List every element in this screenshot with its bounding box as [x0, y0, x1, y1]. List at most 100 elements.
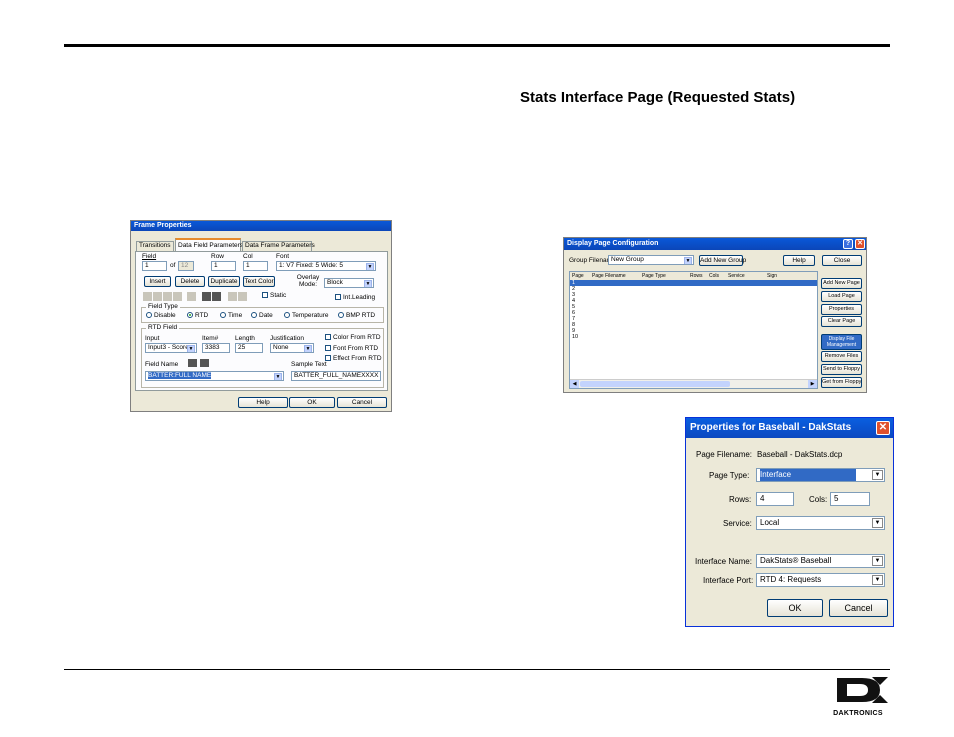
scroll-left-icon[interactable]: ◀ [570, 380, 579, 388]
table-row[interactable]: 4 [572, 298, 576, 304]
table-row[interactable]: 6 [572, 310, 576, 316]
chevron-down-icon: ▼ [304, 345, 312, 352]
align-justify-icon[interactable] [173, 292, 182, 301]
sample-text-field[interactable]: BATTER_FULL_NAMEXXXX [291, 371, 381, 381]
properties-button[interactable]: Properties [821, 304, 862, 315]
load-page-button[interactable]: Load Page [821, 291, 862, 302]
col-spinner[interactable]: 1 [243, 261, 268, 271]
close-icon[interactable]: ✕ [876, 421, 890, 435]
help-icon[interactable]: ? [843, 239, 853, 249]
service-label: Service: [723, 519, 752, 528]
add-new-page-button[interactable]: Add New Page [821, 278, 862, 289]
display-page-config-window: Display Page Configuration ? ✕ Group Fil… [563, 237, 867, 393]
cancel-button[interactable]: Cancel [337, 397, 387, 408]
close-icon[interactable]: ✕ [855, 239, 865, 249]
delete-button[interactable]: Delete [175, 276, 205, 287]
table-row[interactable]: 10 [572, 334, 579, 340]
col-service[interactable]: Service [728, 273, 745, 279]
justification-select[interactable]: None▼ [270, 343, 314, 353]
interface-name-label: Interface Name: [695, 557, 752, 566]
col-sign[interactable]: Sign [767, 273, 778, 279]
item-spinner[interactable]: 3383 [202, 343, 230, 353]
properties-dialog: Properties for Baseball - DakStats ✕ Pag… [685, 417, 894, 627]
display-file-management-button[interactable]: Display File Management [821, 334, 862, 350]
abc-icon[interactable] [188, 359, 197, 367]
send-to-floppy-button[interactable]: Send to Floppy [821, 364, 862, 375]
align-center-icon[interactable] [153, 292, 162, 301]
table-row[interactable]: 3 [572, 292, 576, 298]
table-row[interactable]: 1 [570, 280, 817, 286]
align-right-icon[interactable] [163, 292, 172, 301]
tab-transitions[interactable]: Transitions [136, 241, 174, 251]
rows-spinner[interactable]: 4 [756, 492, 794, 506]
tab-data-frame-parameters[interactable]: Data Frame Parameters [242, 241, 315, 251]
radio-bmp-rtd[interactable]: BMP RTD [338, 312, 375, 319]
col-page-type[interactable]: Page Type [642, 273, 666, 279]
col-page[interactable]: Page [572, 273, 584, 279]
text-color-button[interactable]: Text Color [243, 276, 275, 287]
length-spinner[interactable]: 25 [235, 343, 263, 353]
duplicate-button[interactable]: Duplicate [208, 276, 240, 287]
rtd-field-group: RTD Field Input Item# Length Justificati… [141, 324, 384, 388]
fill-icon[interactable] [202, 292, 211, 301]
radio-date[interactable]: Date [251, 312, 273, 319]
table-row[interactable]: 9 [572, 328, 576, 334]
help-button[interactable]: Help [238, 397, 288, 408]
cancel-button[interactable]: Cancel [829, 599, 888, 617]
col-page-filename[interactable]: Page Filename [592, 273, 626, 279]
radio-time[interactable]: Time [220, 312, 242, 319]
effect-from-rtd-checkbox[interactable]: Effect From RTD [325, 355, 382, 362]
interface-name-select[interactable]: DakStats® Baseball▼ [756, 554, 885, 568]
help-button[interactable]: Help [783, 255, 815, 266]
group-filename-select[interactable]: New Group▼ [608, 255, 694, 265]
table-row[interactable]: 8 [572, 322, 576, 328]
field-type-group: Field Type Disable RTD Time Date Tempera… [141, 303, 384, 323]
int-leading-checkbox[interactable]: Int.Leading [335, 294, 375, 301]
table-row[interactable]: 5 [572, 304, 576, 310]
table-row[interactable]: 2 [572, 286, 576, 292]
scroll-left-icon[interactable] [228, 292, 237, 301]
add-new-group-button[interactable]: Add New Group [699, 255, 747, 266]
col-rows[interactable]: Rows [690, 273, 703, 279]
font-select[interactable]: 1: V7 Fixed: 5 Wide: 5▼ [276, 261, 376, 271]
scroll-thumb[interactable] [580, 381, 730, 387]
frame-icon[interactable] [212, 292, 221, 301]
daktronics-mark-icon [837, 677, 888, 703]
service-select[interactable]: Local▼ [756, 516, 885, 530]
valign-icon[interactable] [187, 292, 196, 301]
ok-button[interactable]: OK [289, 397, 335, 408]
get-from-floppy-button[interactable]: Get from Floppy [821, 377, 862, 388]
field-name-select[interactable]: BATTER:FULL NAME▼ [145, 371, 284, 381]
horizontal-scrollbar[interactable]: ◀ ▶ [570, 379, 817, 388]
row-spinner[interactable]: 1 [211, 261, 236, 271]
radio-disable[interactable]: Disable [146, 312, 176, 319]
scroll-right-icon[interactable] [238, 292, 247, 301]
page-type-select[interactable]: Interface▼ [756, 468, 885, 482]
edit-icon[interactable] [200, 359, 209, 367]
ok-button[interactable]: OK [767, 599, 823, 617]
scroll-right-icon[interactable]: ▶ [808, 380, 817, 388]
remove-files-button[interactable]: Remove Files [821, 351, 862, 362]
radio-temperature[interactable]: Temperature [284, 312, 329, 319]
interface-port-select[interactable]: RTD 4: Requests▼ [756, 573, 885, 587]
align-left-icon[interactable] [143, 292, 152, 301]
insert-button[interactable]: Insert [144, 276, 171, 287]
page-type-label: Page Type: [709, 471, 750, 480]
radio-rtd[interactable]: RTD [187, 312, 208, 319]
tab-data-field-parameters[interactable]: Data Field Parameters [175, 238, 243, 251]
justification-label: Justification [270, 335, 304, 342]
input-select[interactable]: Input3 - Score▼ [145, 343, 197, 353]
font-from-rtd-checkbox[interactable]: Font From RTD [325, 345, 378, 352]
group-filename-label: Group Filename: [569, 257, 618, 264]
static-checkbox[interactable]: Static [262, 292, 286, 299]
close-button[interactable]: Close [822, 255, 862, 266]
page-filename-label: Page Filename: [696, 450, 753, 459]
overlay-mode-select[interactable]: Block▼ [324, 278, 374, 288]
interface-port-label: Interface Port: [703, 576, 754, 585]
clear-page-button[interactable]: Clear Page [821, 316, 862, 327]
field-spinner[interactable]: 1 [142, 261, 167, 271]
cols-spinner[interactable]: 5 [830, 492, 870, 506]
table-row[interactable]: 7 [572, 316, 576, 322]
col-cols[interactable]: Cols [709, 273, 720, 279]
color-from-rtd-checkbox[interactable]: Color From RTD [325, 334, 381, 341]
